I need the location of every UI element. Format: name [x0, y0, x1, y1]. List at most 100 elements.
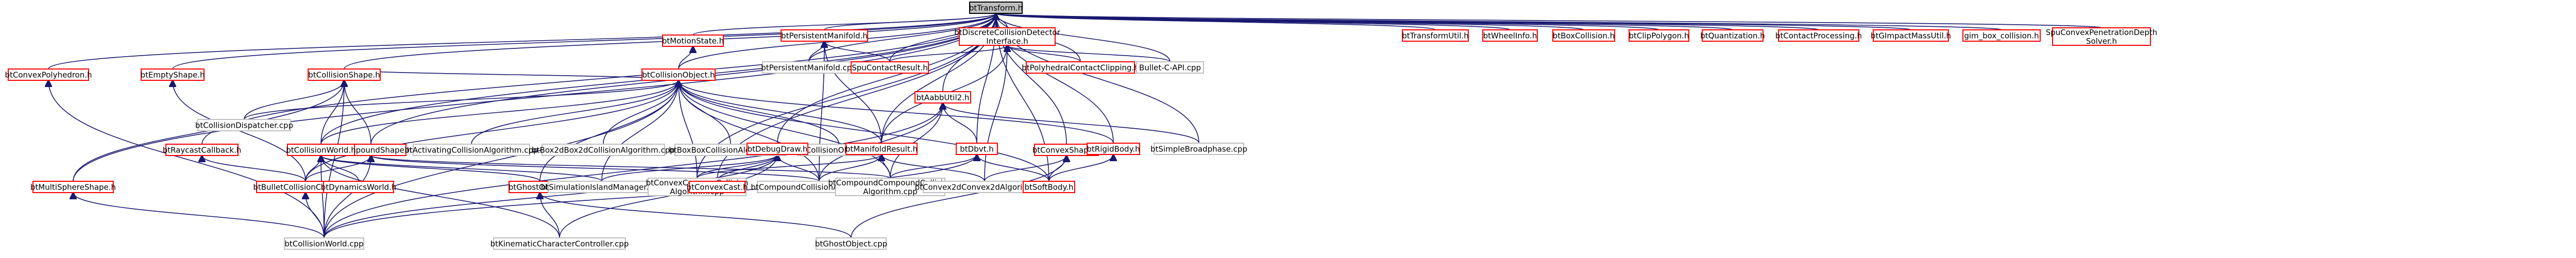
node-bt-convex-polyhedron[interactable]: btConvexPolyhedron.h	[5, 68, 92, 81]
node-label: btDbvt.h	[960, 145, 994, 154]
node-bt-persistent-manifold-cpp[interactable]: btPersistentManifold.cpp	[761, 61, 857, 74]
edge-bt-bullet-collision-common-to-bt-collision-object	[305, 80, 679, 182]
edge-bt-collision-world-cpp-to-bt-convex-polyhedron	[48, 80, 325, 238]
node-bt-ghost-object-cpp[interactable]: btGhostObject.cpp	[815, 237, 887, 250]
node-label: btSimpleBroadphase.cpp	[1150, 145, 1247, 154]
node-bt-simple-broadphase[interactable]: btSimpleBroadphase.cpp	[1150, 143, 1247, 155]
node-spu-contact-result[interactable]: SpuContactResult.h	[851, 61, 929, 74]
node-label: btEmptyShape.h	[140, 71, 205, 80]
node-bt-collision-shape[interactable]: btCollisionShape.h	[308, 68, 381, 81]
node-bt-contact-processing[interactable]: btContactProcessing.h	[1775, 29, 1862, 42]
node-box	[969, 2, 1023, 14]
node-label: btKinematicCharacterController.cpp	[490, 239, 629, 249]
edge-bt-convex-concave-collision-algorithm-to-bt-manifold-result	[697, 154, 882, 179]
edge-bt-collision-dispatcher-to-bt-collision-object	[244, 80, 679, 120]
node-bt-aabb-util2[interactable]: btAabbUtil2.h	[914, 91, 971, 104]
edge-bt-empty-shape-to-bt-transform	[172, 13, 996, 70]
node-bt-clip-polygon[interactable]: btClipPolygon.h	[1629, 29, 1689, 42]
node-bt-collision-object[interactable]: btCollisionObject.h	[641, 68, 716, 81]
edge-bt-collision-object-cpp-to-bt-collision-object	[679, 80, 839, 145]
node-bt-multi-sphere-shape[interactable]: btMultiSphereShape.h	[30, 181, 116, 193]
edge-bt-multi-sphere-shape-to-bt-transform	[73, 13, 996, 182]
node-bt-convex2d-convex2d-algorithm[interactable]: btConvex2dConvex2dAlgorithm.cpp	[915, 181, 1055, 193]
edge-bt-collision-world-cpp-to-bt-debug-draw	[324, 154, 777, 238]
edge-bt-simple-broadphase-to-bt-aabb-util2	[943, 103, 1199, 144]
node-bullet-capi[interactable]: Bullet-C-API.cpp	[1136, 61, 1204, 74]
edge-bt-collision-world-cpp-to-bt-collision-world	[321, 156, 324, 238]
node-bt-raycast-callback[interactable]: btRaycastCallback.h	[163, 144, 242, 156]
node-bt-convex-cast[interactable]: btConvexCast.h	[687, 181, 748, 193]
node-bt-gimpact-mass-util[interactable]: btGImpactMassUtil.h	[1871, 29, 1951, 42]
node-label: Solver.h	[2086, 37, 2117, 46]
edge-bt-persistent-manifold-cpp-to-bt-transform	[808, 13, 996, 62]
node-bt-box2d-box2d-collision-algorithm[interactable]: btBox2dBox2dCollisionAlgorithm.cpp	[532, 144, 675, 156]
edge-bt-soft-body-to-bt-collision-object	[679, 80, 1049, 182]
node-bt-soft-body[interactable]: btSoftBody.h	[1023, 181, 1075, 193]
node-label: btGImpactMassUtil.h	[1871, 31, 1951, 41]
node-bt-collision-dispatcher[interactable]: btCollisionDispatcher.cpp	[195, 119, 293, 131]
node-box	[1962, 29, 2041, 42]
node-bt-empty-shape[interactable]: btEmptyShape.h	[140, 68, 205, 81]
node-label: btConvex2dConvex2dAlgorithm.cpp	[915, 183, 1055, 192]
edge-bt-kinematic-character-controller-to-bt-collision-world	[321, 156, 560, 238]
node-bt-collision-world-cpp[interactable]: btCollisionWorld.cpp	[284, 237, 364, 250]
edge-bt-collision-object-to-bt-collision-shape	[344, 69, 679, 81]
node-label: btTransform.h	[969, 4, 1023, 13]
node-gim-box-collision[interactable]: gim_box_collision.h	[1962, 29, 2041, 42]
node-label: Algorithm.cpp	[863, 187, 918, 196]
edge-bt-compound-compound-collision-algorithm-to-bt-manifold-result	[882, 154, 891, 179]
node-box	[689, 181, 745, 193]
node-bt-kinematic-character-controller[interactable]: btKinematicCharacterController.cpp	[490, 237, 629, 250]
node-label: SpuContactResult.h	[852, 63, 928, 73]
edge-bullet-capi-to-bt-transform	[996, 13, 1171, 62]
node-box	[914, 91, 971, 104]
node-label: btRigidBody.h	[1087, 145, 1140, 154]
node-box	[1702, 29, 1764, 42]
node-label: btAabbUtil2.h	[917, 93, 970, 102]
node-bt-persistent-manifold[interactable]: btPersistentManifold.h	[781, 29, 868, 42]
node-bt-polyhedral-contact-clipping[interactable]: btPolyhedralContactClipping.h	[1022, 61, 1139, 74]
edge-bt-persistent-manifold-to-bt-transform	[824, 13, 996, 30]
edge-spu-contact-result-to-bt-transform	[889, 13, 996, 62]
node-bt-collision-world[interactable]: btCollisionWorld.h	[286, 144, 356, 156]
edge-bt-collision-world-cpp-to-bt-aabb-util2	[324, 103, 943, 238]
node-box	[816, 237, 887, 250]
edge-bt-compound-collision-algorithm-to-bt-collision-object	[679, 80, 820, 182]
node-bt-transform-util[interactable]: btTransformUtil.h	[1402, 29, 1469, 42]
node-label: gim_box_collision.h	[1964, 31, 2039, 41]
node-label: Bullet-C-API.cpp	[1139, 63, 1201, 73]
node-box	[781, 29, 868, 42]
node-label: btMotionState.h	[662, 37, 724, 46]
node-label: btGhostObject.cpp	[815, 239, 887, 249]
node-label: btContactProcessing.h	[1775, 31, 1862, 41]
node-box	[1873, 29, 1949, 42]
node-bt-box-collision[interactable]: btBoxCollision.h	[1552, 29, 1615, 42]
node-bt-rigid-body[interactable]: btRigidBody.h	[1087, 143, 1140, 155]
edge-bt-box2d-box2d-collision-algorithm-to-bt-collision-object	[603, 80, 679, 145]
node-bt-convex-shape[interactable]: btConvexShape.h	[1032, 144, 1101, 156]
node-label: btSoftBody.h	[1024, 183, 1073, 192]
node-bt-dbvt[interactable]: btDbvt.h	[956, 143, 998, 155]
edge-gim-box-collision-to-bt-transform	[996, 13, 2002, 30]
node-bt-dynamics-world[interactable]: btDynamicsWorld.h	[321, 181, 397, 193]
edge-spu-convex-penetration-depth-solver-to-bt-transform	[996, 13, 2102, 28]
node-box	[1023, 181, 1075, 193]
node-bt-quantization[interactable]: btQuantization.h	[1700, 29, 1765, 42]
node-label: btClipPolygon.h	[1629, 31, 1689, 41]
node-bt-debug-draw[interactable]: btDebugDraw.h	[747, 143, 808, 155]
edge-bullet-capi-to-bt-discrete-collision-detector-interface	[1007, 45, 1171, 62]
node-bt-activating-collision-algorithm[interactable]: btActivatingCollisionAlgorithm.cpp	[404, 144, 538, 156]
edge-bt-simulation-island-manager-to-bt-collision-object	[601, 80, 679, 182]
node-label: btConvexPolyhedron.h	[5, 71, 92, 80]
node-bt-wheel-info[interactable]: btWheelInfo.h	[1482, 29, 1538, 42]
node-label: btPersistentManifold.cpp	[761, 63, 857, 73]
node-label: btCollisionDispatcher.cpp	[195, 121, 293, 130]
node-bt-motion-state[interactable]: btMotionState.h	[662, 35, 724, 47]
node-bt-transform: btTransform.h	[969, 2, 1023, 14]
node-box	[641, 68, 716, 81]
node-label: btTransformUtil.h	[1402, 31, 1469, 41]
node-bt-manifold-result[interactable]: btManifoldResult.h	[845, 143, 918, 155]
node-bt-simulation-island-manager[interactable]: btSimulationIslandManager.cpp	[541, 181, 663, 193]
